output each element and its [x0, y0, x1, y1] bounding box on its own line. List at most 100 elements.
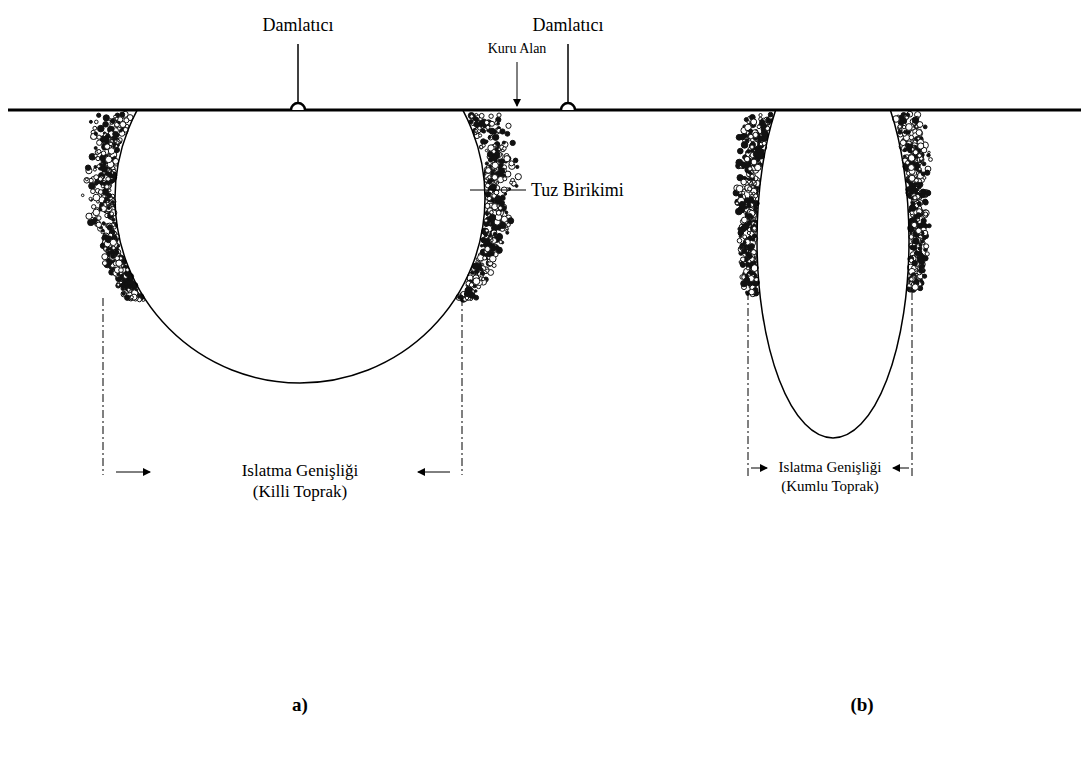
salt-grain [493, 232, 496, 235]
salt-grain [750, 145, 754, 149]
salt-grain [915, 162, 918, 165]
salt-grain [754, 275, 757, 278]
salt-grain [486, 125, 490, 129]
salt-grain [911, 202, 915, 206]
salt-grain [484, 219, 487, 222]
salt-label: Tuz Birikimi [531, 179, 624, 202]
salt-grain [918, 143, 924, 149]
salt-grain [916, 130, 922, 136]
salt-grain [469, 283, 473, 287]
panel-label: (b) [850, 693, 873, 717]
salt-grain [741, 142, 748, 149]
salt-grain [114, 250, 119, 255]
salt-grain [125, 285, 131, 291]
salt-grain [473, 278, 480, 285]
salt-grain [495, 181, 498, 184]
salt-grain [116, 260, 122, 266]
salt-grain [91, 189, 96, 194]
salt-grain [752, 180, 755, 183]
salt-grain [474, 122, 479, 127]
salt-grain [918, 154, 922, 158]
salt-grain [757, 125, 761, 129]
salt-grain [488, 176, 491, 179]
area-label: Kuru Alan [488, 40, 547, 58]
salt-grain [96, 222, 101, 227]
salt-grain [486, 168, 492, 174]
salt-accumulation [81, 111, 932, 302]
salt-grain [490, 230, 496, 236]
salt-grain [108, 189, 111, 192]
salt-grain [103, 136, 110, 143]
salt-grain [738, 230, 744, 236]
salt-grain [740, 246, 744, 250]
salt-grain [475, 127, 481, 133]
salt-grain [753, 224, 755, 226]
salt-grain [107, 193, 112, 198]
salt-grain [910, 277, 915, 282]
salt-grain [495, 196, 501, 202]
dash-dot-line [748, 292, 749, 478]
salt-grain [102, 222, 105, 225]
salt-grain [484, 234, 487, 237]
salt-grain [485, 229, 488, 232]
salt-grain [102, 254, 108, 260]
salt-grain [120, 275, 122, 277]
salt-grain [911, 197, 916, 202]
salt-grain [94, 147, 97, 150]
salt-grain [741, 179, 747, 185]
salt-grain [746, 267, 749, 270]
salt-grain [474, 290, 477, 293]
salt-grain [479, 134, 482, 137]
salt-grain [84, 178, 90, 184]
salt-grain [492, 244, 495, 247]
salt-grain [913, 150, 918, 155]
salt-grain [493, 144, 496, 147]
salt-grain [100, 155, 106, 161]
dash-dot-line [103, 298, 104, 475]
salt-grain [113, 131, 118, 136]
salt-grain [98, 190, 103, 195]
salt-grain [748, 254, 753, 259]
salt-grain [95, 182, 98, 185]
salt-grain [918, 182, 923, 187]
salt-grain [470, 293, 475, 298]
salt-grain [908, 165, 914, 171]
salt-grain [492, 175, 498, 181]
salt-grain [912, 117, 918, 123]
salt-grain [916, 188, 919, 191]
emitter [291, 103, 305, 110]
salt-grain [497, 247, 500, 250]
salt-grain [916, 172, 919, 175]
salt-grain [743, 235, 747, 239]
salt-grain [485, 173, 492, 180]
salt-grain [135, 289, 137, 291]
salt-grain [119, 268, 124, 273]
salt-grain [515, 174, 521, 180]
salt-grain [752, 226, 756, 230]
salt-grain [493, 155, 498, 160]
salt-grain [474, 117, 477, 120]
salt-grain [93, 194, 100, 201]
salt-grain [121, 287, 125, 291]
salt-grain [85, 178, 88, 181]
salt-grain [127, 288, 130, 291]
salt-grain [490, 255, 497, 262]
salt-grain [909, 276, 915, 282]
salt-grain [505, 131, 510, 136]
salt-grain [923, 210, 929, 216]
salt-grain [925, 170, 930, 175]
salt-grain [918, 247, 922, 251]
salt-grain [101, 151, 106, 156]
salt-grain [479, 113, 484, 118]
salt-grain [924, 224, 928, 228]
leader-line [470, 190, 526, 191]
salt-grain [766, 127, 769, 130]
salt-grain [908, 176, 914, 182]
salt-grain [740, 262, 744, 266]
salt-grain [482, 278, 485, 281]
salt-grain [503, 147, 507, 151]
salt-grain [923, 213, 928, 218]
leader-line [567, 44, 569, 103]
salt-grain [735, 202, 738, 205]
salt-grain [93, 168, 96, 171]
